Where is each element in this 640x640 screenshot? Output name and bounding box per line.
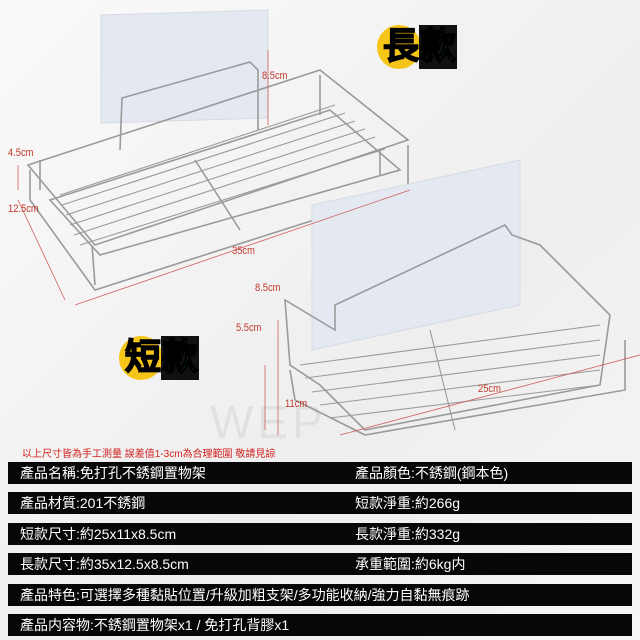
badge-circle bbox=[119, 336, 163, 380]
spec-right: 長款淨重:約332g bbox=[355, 526, 461, 542]
spec-row: 產品名稱:免打孔不銹鋼置物架 產品顏色:不銹鋼(鋼本色) bbox=[8, 462, 632, 484]
spec-row: 產品内容物:不銹鋼置物架x1 / 免打孔背膠x1 bbox=[8, 614, 632, 636]
spec-row: 產品材質:201不銹鋼 短款淨重:約266g bbox=[8, 492, 632, 514]
spec-left: 產品内容物:不銹鋼置物架x1 / 免打孔背膠x1 bbox=[20, 617, 290, 633]
long-model-badge: 長 款 bbox=[377, 25, 458, 69]
spec-left: 短款尺寸:約25x11x8.5cm bbox=[20, 526, 177, 542]
dimension-lines bbox=[17, 50, 640, 440]
short-rack-image bbox=[284, 159, 626, 436]
spec-left: 產品名稱:免打孔不銹鋼置物架 bbox=[20, 465, 206, 481]
long-depth-label: 12.5cm bbox=[8, 203, 39, 215]
long-height-label: 8.5cm bbox=[262, 70, 288, 82]
short-front-height-label: 5.5cm bbox=[236, 322, 262, 334]
spec-left: 產品材質:201不銹鋼 bbox=[20, 495, 146, 511]
spec-left: 產品特色:可選擇多種黏貼位置/升級加粗支架/多功能收納/強力自黏無痕跡 bbox=[20, 587, 470, 603]
badge-text: 款 bbox=[161, 336, 200, 380]
spec-right: 短款淨重:約266g bbox=[355, 495, 461, 511]
short-depth-label: 11cm bbox=[285, 398, 308, 410]
spec-row: 短款尺寸:約25x11x8.5cm 長款淨重:約332g bbox=[8, 523, 632, 545]
badge-text: 款 bbox=[419, 25, 458, 69]
badge-text: 長 bbox=[382, 25, 420, 68]
badge-text: 短 bbox=[124, 336, 162, 379]
long-front-height-label: 4.5cm bbox=[8, 147, 34, 159]
short-width-label: 25cm bbox=[478, 383, 501, 395]
spec-row: 長款尺寸:約35x12.5x8.5cm 承重範圍:約6kg内 bbox=[8, 553, 632, 575]
spec-left: 長款尺寸:約35x12.5x8.5cm bbox=[20, 556, 189, 572]
product-illustration bbox=[17, 9, 640, 440]
short-model-badge: 短 款 bbox=[119, 336, 200, 380]
spec-row: 產品特色:可選擇多種黏貼位置/升級加粗支架/多功能收納/強力自黏無痕跡 bbox=[8, 584, 632, 606]
spec-right: 產品顏色:不銹鋼(鋼本色) bbox=[355, 465, 509, 481]
spec-right: 承重範圍:約6kg内 bbox=[355, 556, 466, 572]
short-height-label: 8.5cm bbox=[255, 282, 281, 294]
measurement-note: 以上尺寸皆為手工測量 誤差值1-3cm為合理範圍 敬請見諒 bbox=[22, 449, 276, 460]
badge-circle bbox=[377, 25, 421, 69]
long-width-label: 35cm bbox=[232, 245, 255, 257]
